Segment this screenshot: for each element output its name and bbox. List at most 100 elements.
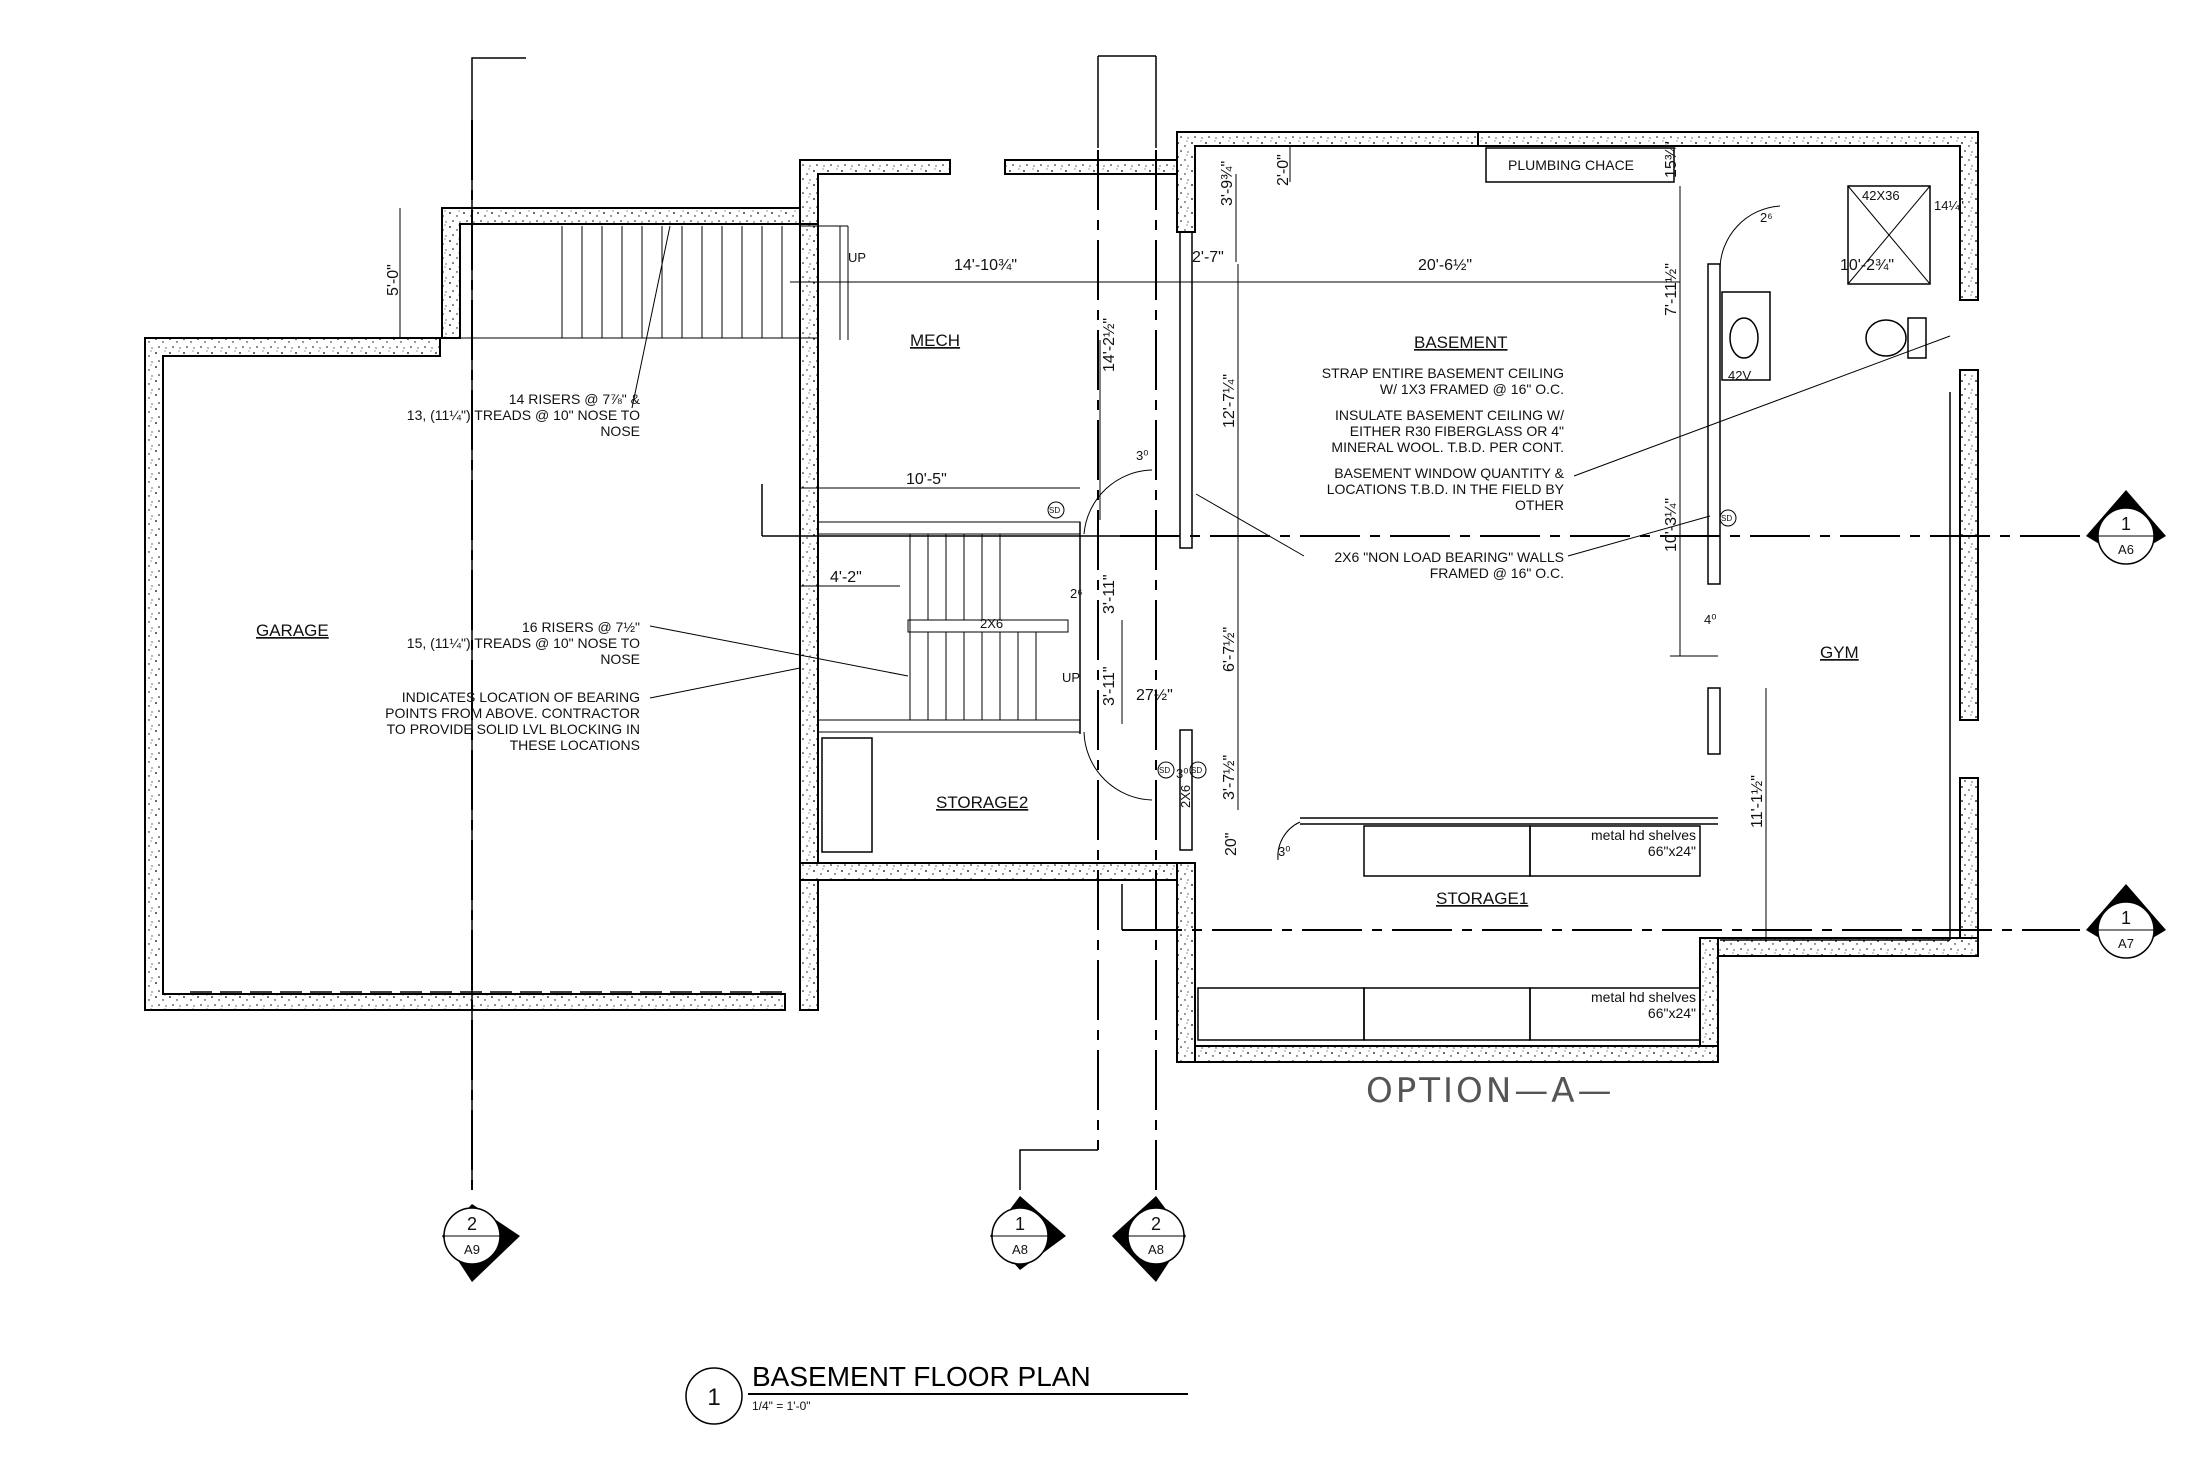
dim-2x6a: 2X6 [980, 616, 1003, 631]
room-garage: GARAGE [256, 621, 329, 640]
dim-20: 20" [1223, 833, 1240, 856]
door-swing-2 [1083, 731, 1153, 801]
dimension-lines [399, 146, 1767, 940]
storage1-left-wall [1176, 862, 1196, 1063]
door-swing-3 [1719, 205, 1781, 271]
smoke-detector-icon [1719, 509, 1737, 527]
section-marker-5: 1 A7 [2086, 884, 2166, 959]
note-stairs2-3: NOSE [600, 651, 640, 667]
dim-14s: 14¼" [1934, 198, 1964, 213]
marker-1-num: 2 [467, 1214, 477, 1234]
note-bearing-1: INDICATES LOCATION OF BEARING [402, 689, 640, 705]
dim-14-10: 14'-10¾" [954, 257, 1017, 274]
shower [1847, 185, 1931, 285]
dim-6-7: 6'-7½" [1221, 627, 1238, 672]
leader-lines [631, 225, 1951, 699]
note-stairs2-2: 15, (11¼") TREADS @ 10" NOSE TO [407, 635, 640, 651]
toilet-icon [1865, 319, 1907, 357]
toilet-tank [1907, 317, 1927, 359]
note-bearing-4: THESE LOCATIONS [510, 737, 640, 753]
walls [144, 131, 1979, 1063]
upper-stair-treads [460, 225, 849, 340]
marker-2-sheet: A8 [1012, 1242, 1028, 1257]
storage1-right-wall [1699, 937, 1719, 1061]
door-swing-1 [1083, 469, 1153, 535]
door-40: 4⁰ [1704, 612, 1716, 627]
title-block: 1 BASEMENT FLOOR PLAN 1/4" = 1'-0" [685, 1361, 1188, 1425]
smoke-detector-icon [1189, 761, 1207, 779]
storage-partition [1179, 729, 1193, 851]
room-storage1: STORAGE1 [1436, 889, 1528, 908]
section-marker-2: 1 A8 [990, 1196, 1066, 1270]
note-bearing-2: POINTS FROM ABOVE. CONTRACTOR [385, 705, 640, 721]
room-mech: MECH [910, 331, 960, 350]
dim-2-0: 2'-0" [1275, 154, 1292, 186]
up-label-2: UP [1062, 670, 1080, 685]
marker-2-num: 1 [1015, 1214, 1025, 1234]
dim-5-0: 5'-0" [385, 264, 402, 296]
note-bearing-3: TO PROVIDE SOLID LVL BLOCKING IN [387, 721, 640, 737]
note-stairs1-1: 14 RISERS @ 7⅞" & [509, 391, 641, 407]
section-lines [471, 55, 2080, 1190]
mech-top-wall [799, 159, 951, 225]
dim-7-11: 7'-11½" [1663, 263, 1680, 316]
plumbing-chase-box [1485, 147, 1675, 183]
dim-shower: 42X36 [1862, 188, 1900, 203]
vanity [1721, 291, 1771, 381]
note-window-2: LOCATIONS T.B.D. IN THE FIELD BY [1327, 481, 1565, 497]
shelf-1b [1529, 825, 1701, 877]
section-marker-1: 2 A9 [442, 1204, 520, 1282]
note-ceiling-1: STRAP ENTIRE BASEMENT CEILING [1322, 365, 1564, 381]
basement-top-wall-2 [1477, 131, 1979, 301]
note-stairs2-1: 16 RISERS @ 7½" [522, 619, 640, 635]
sd-label-1: SD [1049, 506, 1060, 515]
dim-20-6: 20'-6½" [1418, 257, 1472, 274]
dim-2-7: 2'-7" [1192, 249, 1224, 266]
marker-4-num: 1 [2121, 514, 2131, 534]
storage2-bottom-wall [799, 862, 1196, 881]
interior-lines [190, 147, 1951, 1041]
dim-12-7: 12'-7¼" [1221, 374, 1238, 428]
dim-4-2: 4'-2" [830, 569, 862, 586]
title-number-circle [685, 1367, 743, 1425]
smoke-detector-icon [1157, 761, 1175, 779]
garage-wall [144, 337, 786, 1011]
note-insulate-1: INSULATE BASEMENT CEILING W/ [1335, 407, 1564, 423]
door-26b: 2⁶ [1760, 210, 1773, 225]
title-number: 1 [707, 1384, 720, 1411]
title-scale: 1/4" = 1'-0" [752, 1399, 811, 1413]
section-marker-3: 2 A8 [1112, 1196, 1186, 1282]
note-walls-1: 2X6 "NON LOAD BEARING" WALLS [1334, 549, 1564, 565]
shelf-2b [1363, 987, 1531, 1041]
sd-label-3: SD [1159, 766, 1170, 775]
door-30c: 3⁰ [1278, 844, 1290, 859]
dim-3-11a: 3'-11" [1101, 574, 1118, 614]
smoke-detectors: SD SD SD SD [1047, 501, 1737, 779]
option-label: OPTION—A— [1366, 1071, 1615, 1111]
dim-2x6b: 2X6 [1178, 785, 1193, 808]
marker-5-num: 1 [2121, 908, 2131, 928]
dim-11-1: 11'-1½" [1749, 775, 1766, 828]
gym-partition [1707, 687, 1721, 755]
shelf-1a [1363, 825, 1531, 877]
right-wall-upper [1959, 369, 1979, 721]
note-stairs1-2: 13, (11¼") TREADS @ 10" NOSE TO [407, 407, 640, 423]
storage2-shelf [821, 737, 873, 853]
sd-label-2: SD [1721, 514, 1732, 523]
note-walls-2: FRAMED @ 16" O.C. [1430, 565, 1564, 581]
dim-3-9: 3'-9¾" [1219, 161, 1236, 206]
room-basement: BASEMENT [1414, 333, 1508, 352]
lower-stair-treads [817, 521, 1081, 734]
note-insulate-2: EITHER R30 FIBERGLASS OR 4" [1350, 423, 1564, 439]
marker-4-sheet: A6 [2118, 542, 2134, 557]
door-30b: 3⁰ [1176, 766, 1188, 781]
room-plumbing-chase: PLUMBING CHACE [1508, 157, 1634, 173]
note-shelves1-2: 66"x24" [1648, 843, 1696, 859]
basement-left-partition [1179, 231, 1193, 549]
storage1-bottom-wall [1176, 1045, 1719, 1063]
note-window-1: BASEMENT WINDOW QUANTITY & [1334, 465, 1564, 481]
sd-label-4: SD [1191, 766, 1202, 775]
shelf-2a [1197, 987, 1365, 1041]
marker-3-num: 2 [1151, 1214, 1161, 1234]
door-30a: 3⁰ [1136, 448, 1148, 463]
